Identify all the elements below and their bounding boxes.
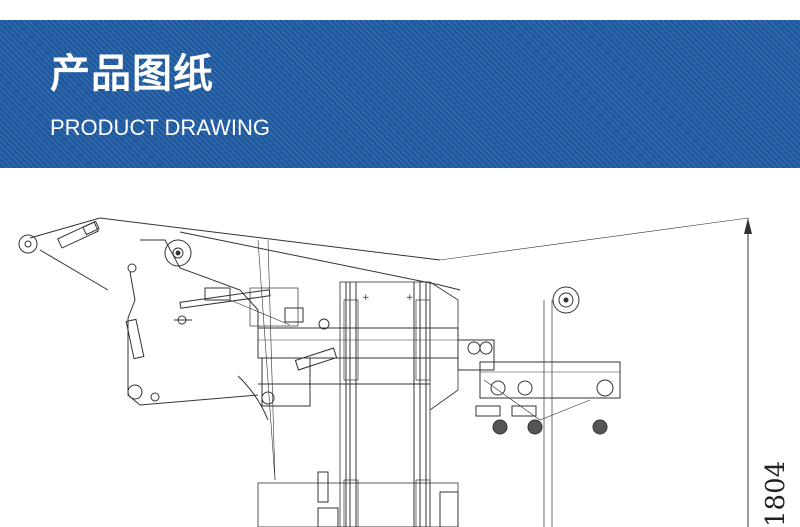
main-column-frame	[339, 281, 431, 527]
belt-line-upper	[179, 231, 441, 286]
dimension-arrow	[744, 218, 752, 234]
wheel-left	[492, 419, 508, 435]
svg-text:+: +	[406, 293, 414, 303]
left-roller	[18, 234, 38, 254]
page-title: 产品图纸	[50, 51, 214, 97]
technical-drawing: + +	[18, 217, 752, 527]
left-cylinder	[57, 221, 99, 249]
svg-text:+: +	[362, 293, 370, 303]
right-gearbox	[457, 339, 495, 371]
upper-roller	[164, 239, 192, 267]
right-conveyor	[479, 361, 621, 399]
lower-left-roller	[127, 384, 143, 400]
left-bracket	[261, 357, 311, 407]
right-roller	[552, 286, 580, 314]
page-subtitle: PRODUCT DRAWING	[50, 115, 270, 140]
belt-line-top-left	[29, 217, 101, 239]
wheel-middle	[527, 419, 543, 435]
left-frame	[127, 271, 259, 406]
belt-line-left	[39, 249, 109, 291]
belt-line-top	[99, 217, 441, 261]
header-banner: 产品图纸 PRODUCT DRAWING	[0, 20, 800, 168]
left-vertical-cylinder	[125, 318, 145, 360]
wheel-right	[592, 419, 608, 435]
cylinder-head	[284, 307, 304, 323]
middle-cylinder	[204, 287, 231, 301]
dimension-value: 1804	[761, 460, 791, 527]
dimension-label: 1804	[757, 455, 797, 527]
lower-cylinder	[317, 471, 329, 503]
